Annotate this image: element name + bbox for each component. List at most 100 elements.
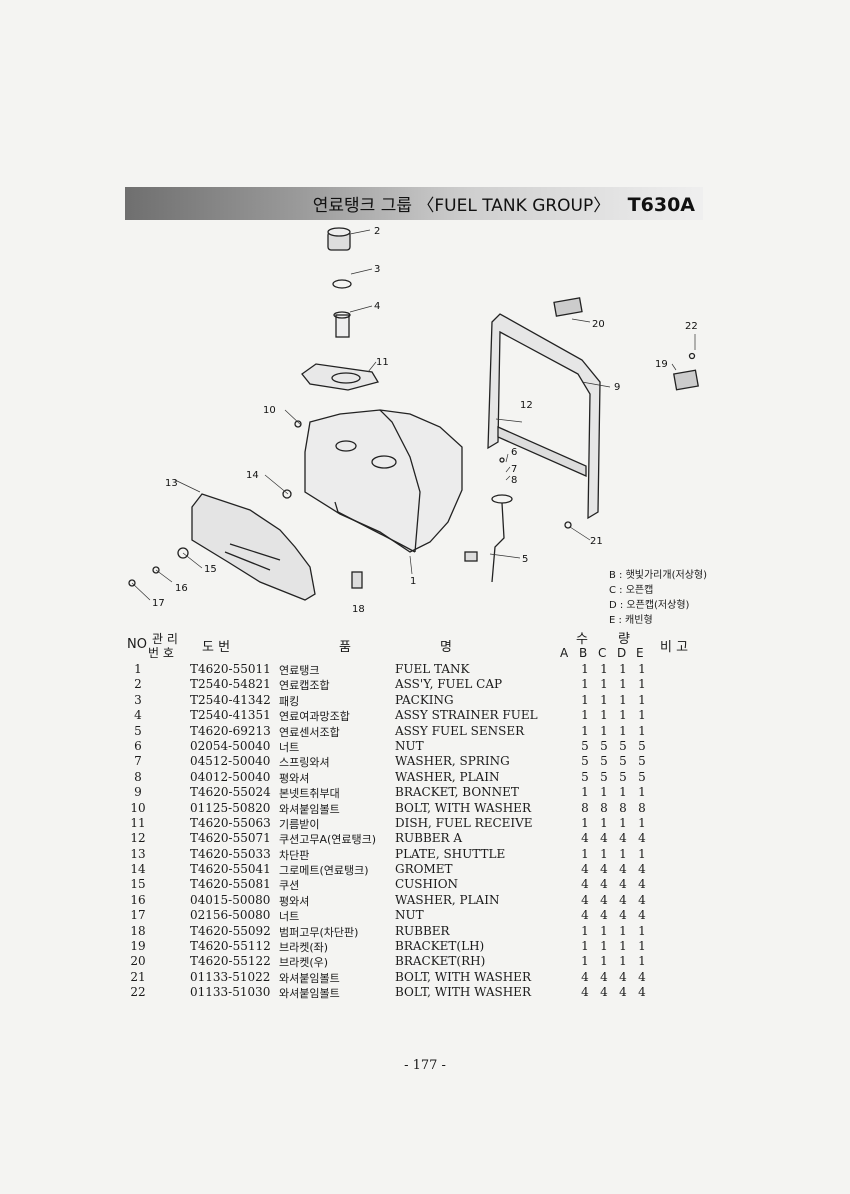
quantity-d: 1 [619, 723, 627, 738]
part-name-english: ASSY STRAINER FUEL [395, 708, 538, 723]
quantity-c: 1 [600, 815, 608, 830]
quantity-d: 5 [619, 738, 627, 753]
quantity-d: 1 [619, 815, 627, 830]
quantity-c: 5 [600, 738, 608, 753]
quantity-c: 1 [600, 939, 608, 954]
part-name-korean: 브라켓(우) [279, 956, 329, 970]
callout-7: 7 [511, 464, 517, 475]
fuel-sender-part [464, 494, 513, 583]
quantity-d: 8 [619, 800, 627, 815]
quantity-c: 1 [600, 923, 608, 938]
quantity-e: 5 [638, 769, 646, 784]
quantity-d: 4 [619, 892, 627, 907]
quantity-e: 1 [638, 815, 646, 830]
legend-item-b: B : 햇빛가리개(저상형) [609, 570, 707, 581]
callout-3: 3 [374, 264, 380, 275]
quantity-c: 1 [600, 846, 608, 861]
row-number: 13 [130, 846, 146, 861]
part-name-english: RUBBER A [395, 831, 463, 846]
part-name-korean: 연료센서조합 [279, 725, 340, 739]
header-mgmt-1: 관 리 [152, 632, 178, 646]
row-number: 22 [130, 985, 146, 1000]
header-drawing-no: 도 번 [202, 640, 231, 655]
quantity-b: 1 [581, 692, 589, 707]
callout-12: 12 [520, 400, 533, 411]
quantity-d: 1 [619, 785, 627, 800]
quantity-c: 1 [600, 723, 608, 738]
quantity-c: 4 [600, 908, 608, 923]
gromet-14-part [282, 489, 292, 499]
quantity-e: 1 [638, 923, 646, 938]
page-number: - 177 - [404, 1058, 446, 1073]
header-qty-c: C [598, 646, 607, 660]
part-name-korean: 평와셔 [279, 894, 310, 908]
quantity-c: 4 [600, 892, 608, 907]
row-number: 14 [130, 862, 146, 877]
part-name-korean: 평와셔 [279, 771, 310, 785]
part-name-korean: 그로메트(연료탱크) [279, 864, 369, 878]
quantity-d: 1 [619, 677, 627, 692]
callout-14: 14 [246, 470, 259, 481]
drawing-number: 01125-50820 [190, 800, 271, 815]
quantity-e: 1 [638, 954, 646, 969]
quantity-b: 5 [581, 738, 589, 753]
quantity-c: 1 [600, 954, 608, 969]
part-name-english: RUBBER [395, 923, 450, 938]
quantity-b: 4 [581, 831, 589, 846]
quantity-e: 4 [638, 985, 646, 1000]
quantity-b: 4 [581, 908, 589, 923]
quantity-e: 1 [638, 692, 646, 707]
row-number: 20 [130, 954, 146, 969]
part-name-korean: 와셔붙임볼트 [279, 971, 340, 985]
drawing-number: T4620-55122 [190, 954, 271, 969]
shuttle-plate-part [191, 493, 316, 601]
part-name-english: WASHER, SPRING [395, 754, 510, 769]
quantity-d: 4 [619, 908, 627, 923]
row-number: 16 [130, 892, 146, 907]
drawing-number: T4620-55033 [190, 846, 271, 861]
quantity-e: 1 [638, 723, 646, 738]
quantity-b: 1 [581, 923, 589, 938]
callout-13: 13 [165, 478, 178, 489]
header-qty-1: 수 [576, 632, 588, 647]
quantity-d: 1 [619, 692, 627, 707]
quantity-e: 4 [638, 862, 646, 877]
drawing-number: T4620-55071 [190, 831, 271, 846]
row-number: 6 [134, 738, 142, 753]
quantity-c: 1 [600, 677, 608, 692]
part-name-english: CUSHION [395, 877, 459, 892]
quantity-d: 4 [619, 969, 627, 984]
drawing-number: 04012-50040 [190, 769, 271, 784]
bonnet-bracket-part [487, 313, 601, 520]
quantity-d: 5 [619, 769, 627, 784]
quantity-e: 1 [638, 708, 646, 723]
bracket-rh-part [553, 297, 583, 317]
row-number: 15 [130, 877, 146, 892]
quantity-b: 1 [581, 723, 589, 738]
drawing-number: T2540-41342 [190, 692, 271, 707]
part-name-english: GROMET [395, 862, 453, 877]
quantity-e: 1 [638, 677, 646, 692]
quantity-c: 4 [600, 985, 608, 1000]
part-name-korean: 쿠션 [279, 879, 300, 893]
drawing-number: 04512-50040 [190, 754, 271, 769]
callout-2: 2 [374, 226, 380, 237]
row-number: 1 [134, 662, 142, 676]
quantity-d: 4 [619, 877, 627, 892]
quantity-e: 5 [638, 738, 646, 753]
bracket-lh-part [673, 369, 699, 391]
quantity-b: 1 [581, 954, 589, 969]
part-name-korean: 범퍼고무(차단판) [279, 925, 359, 939]
part-name-english: FUEL TANK [395, 662, 470, 676]
